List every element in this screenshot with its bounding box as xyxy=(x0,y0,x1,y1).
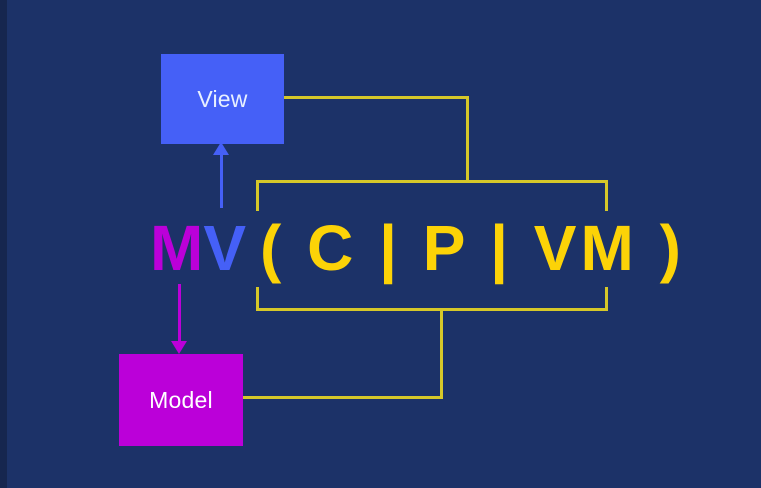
bracket-right-gap xyxy=(604,211,609,287)
view-node-box[interactable]: View xyxy=(161,54,284,144)
wire-model-horizontal xyxy=(243,396,443,399)
bracket-left-gap xyxy=(255,211,260,287)
model-arrow-head-icon xyxy=(171,341,187,354)
acronym-group-text: ( C | P | VM ) xyxy=(260,212,685,284)
wire-view-vertical xyxy=(466,96,469,182)
view-node-label: View xyxy=(197,85,248,112)
acronym-letter-v: V xyxy=(203,212,246,284)
wire-model-vertical xyxy=(440,309,443,397)
left-edge-strip xyxy=(0,0,7,488)
model-node-box[interactable]: Model xyxy=(119,354,243,446)
model-arrow-shaft xyxy=(178,284,181,344)
acronym-letter-m: M xyxy=(150,212,204,284)
wire-view-horizontal xyxy=(284,96,469,99)
group-bracket xyxy=(255,180,609,311)
view-arrow-shaft xyxy=(220,152,223,208)
view-arrow-head-icon xyxy=(213,142,229,155)
model-node-label: Model xyxy=(149,386,213,413)
